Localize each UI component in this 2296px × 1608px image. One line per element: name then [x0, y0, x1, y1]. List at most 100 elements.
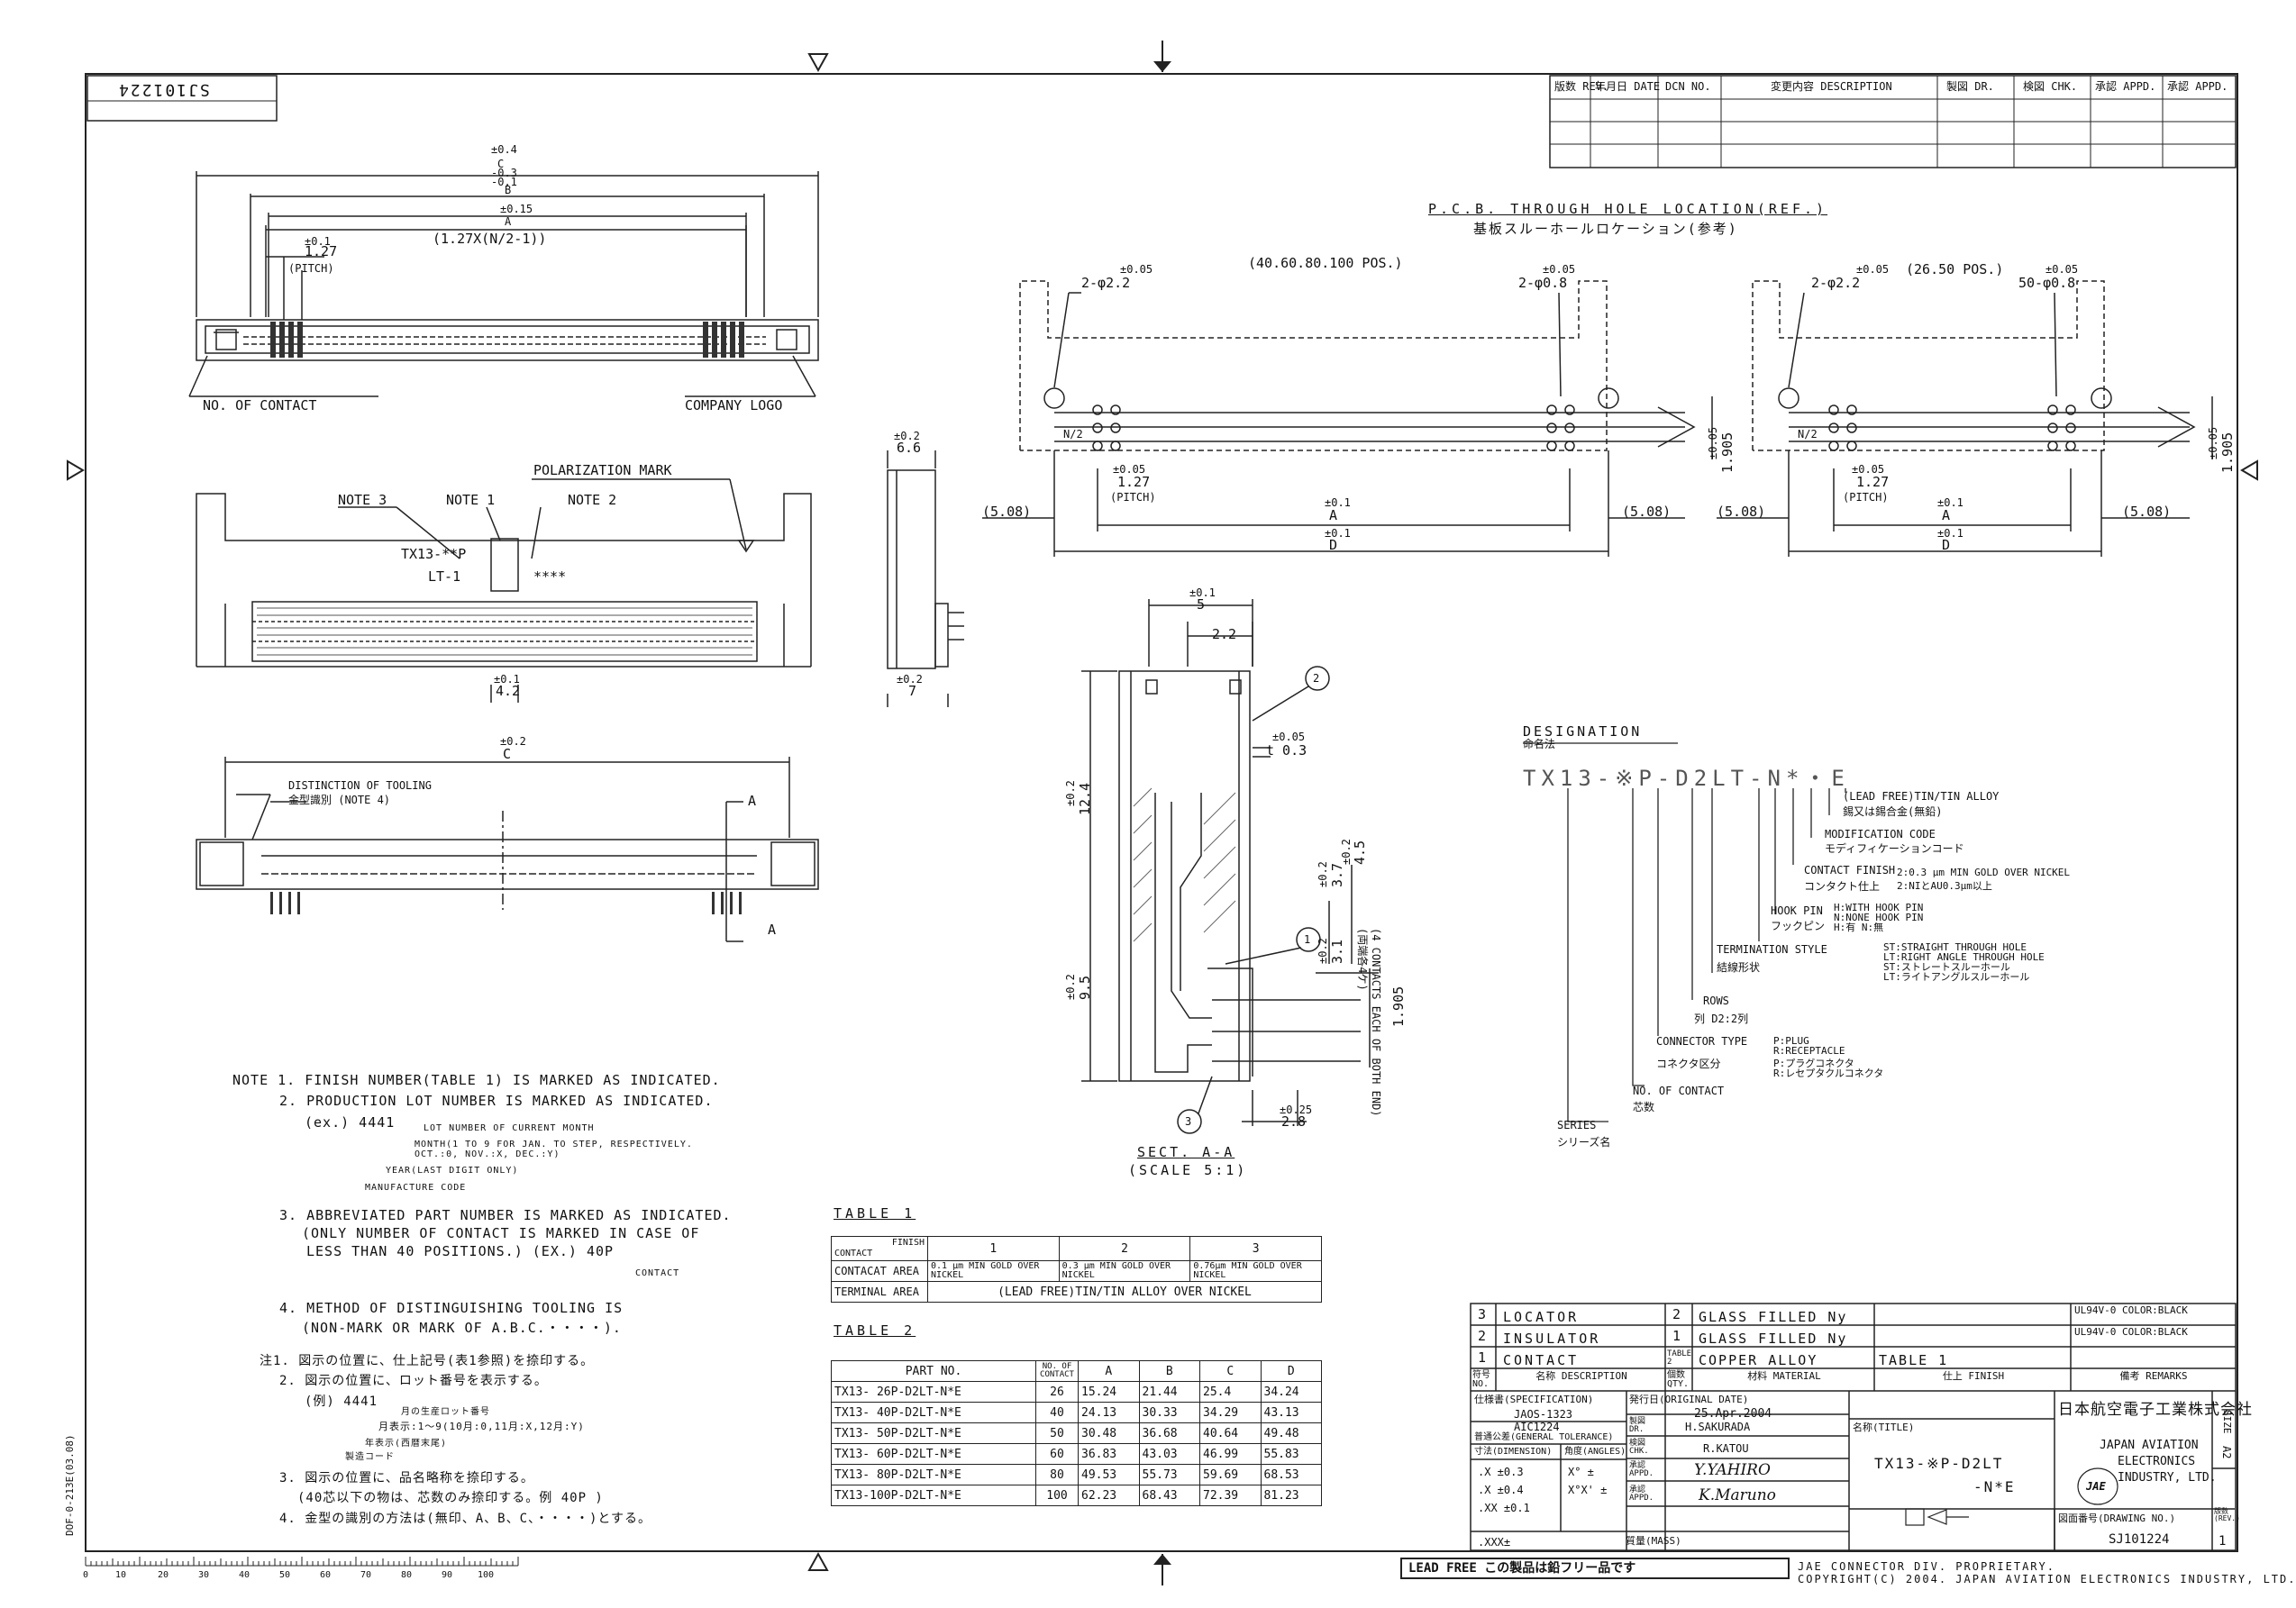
dim-value: (5.08) — [1717, 504, 1766, 520]
note-3-line3: LESS THAN 40 POSITIONS.) (EX.) 40P — [306, 1243, 615, 1259]
ruler-tick: 40 — [239, 1570, 251, 1580]
dim-tol: ±0.05 — [2045, 263, 2079, 276]
dim-label-a: A — [1329, 507, 1338, 523]
desig-rows: ROWS — [1703, 995, 1729, 1007]
callout-note2: NOTE 2 — [568, 492, 617, 508]
pcb-hole-small: 50-φ0.8 — [2018, 275, 2076, 291]
dim-tol: ±0.15 — [500, 203, 533, 215]
tolerance-value: X°X' ± — [1568, 1484, 1608, 1496]
parts-header-material: 材料 MATERIAL — [1747, 1370, 1821, 1382]
table1-col-2: 2 — [1058, 1236, 1191, 1261]
table2-cell: 34.24 — [1260, 1381, 1322, 1403]
marking-stars: **** — [533, 568, 567, 585]
table2-cell: TX13- 26P-D2LT-N*E — [831, 1381, 1036, 1403]
desig-modification-jp: モディフィケーションコード — [1825, 842, 1964, 855]
desig-no-contact-jp: 芯数 — [1633, 1101, 1655, 1113]
part-material: GLASS FILLED Ny — [1699, 1331, 1848, 1347]
rev-header-date: 年月日 DATE — [1595, 80, 1661, 93]
dim-label-d: D — [1942, 537, 1951, 553]
date-label: 発行日(ORIGINAL DATE) — [1629, 1394, 1749, 1405]
desig-hook-opt: H:WITH HOOK PIN — [1834, 902, 1924, 913]
dim-tol: ±0.2 — [894, 430, 920, 442]
desig-hook-pin: HOOK PIN — [1771, 904, 1823, 917]
dim-tol: ±0.1 — [1937, 527, 1963, 540]
table2-cell: TX13-100P-D2LT-N*E — [831, 1485, 1036, 1506]
dim-tol: ±0.1 — [1325, 496, 1351, 509]
table1-cell: 0.1 μm MIN GOLD OVER NICKEL — [927, 1260, 1060, 1282]
table2-cell: TX13- 40P-D2LT-N*E — [831, 1402, 1036, 1423]
note-2-month2: OCT.:0, NOV.:X, DEC.:Y) — [415, 1149, 560, 1159]
parts-header-qty: 個数 QTY. — [1667, 1370, 1690, 1389]
table1-row-label: TERMINAL AREA — [831, 1281, 928, 1303]
note-jp-2-mfg: 製造コード — [345, 1452, 395, 1462]
appd-label: 承認 APPD. — [1629, 1485, 1654, 1503]
ruler-tick: 0 — [83, 1570, 89, 1580]
parts-header-desc: 名称 DESCRIPTION — [1535, 1370, 1627, 1382]
ruler-tick: 10 — [115, 1570, 127, 1580]
note-4-line2: (NON-MARK OR MARK OF A.B.C.・・・・). — [302, 1320, 622, 1336]
table1-row-label: CONTACAT AREA — [831, 1260, 928, 1282]
note-jp-2-year: 年表示(西暦末尾) — [365, 1439, 448, 1449]
spec-value: AIC1224 — [1514, 1421, 1560, 1433]
dim-value: 1.905 — [1390, 986, 1407, 1027]
table1-contact-header: CONTACT — [834, 1249, 873, 1258]
table2-cell: 68.43 — [1138, 1485, 1200, 1506]
note-1: NOTE 1. FINISH NUMBER(TABLE 1) IS MARKED… — [232, 1072, 721, 1088]
desig-type-opt: R:レセプタクルコネクタ — [1773, 1067, 1884, 1079]
desig-termination-jp: 結線形状 — [1717, 961, 1761, 974]
tolerance-value: .X ±0.4 — [1478, 1484, 1524, 1496]
drawing-no-label: 図面番号(DRAWING NO.) — [2058, 1513, 2176, 1524]
dim-tol: ±0.05 — [1852, 463, 1885, 476]
dim-value: 3.1 — [1329, 939, 1345, 964]
dim-tol: ±0.1 — [1189, 586, 1216, 599]
dim-tol: ±0.1 — [305, 235, 331, 248]
part-remarks: UL94V-0 COLOR:BLACK — [2074, 1326, 2188, 1338]
table1: FINISH CONTACT 1 2 3 CONTACAT AREA 0.1 μ… — [831, 1236, 1322, 1303]
callout-distinction-tooling: DISTINCTION OF TOOLING — [288, 779, 432, 792]
table2-cell: 36.83 — [1078, 1443, 1140, 1465]
note-jp-4: 4. 金型の識別の方法は(無印、A、B、C、・・・・)とする。 — [279, 1512, 652, 1526]
dr-label: 製図 DR. — [1629, 1417, 1646, 1434]
part-no: 2 — [1478, 1328, 1487, 1344]
note-2-month: MONTH(1 TO 9 FOR JAN. TO STEP, RESPECTIV… — [415, 1140, 693, 1149]
table2-header: PART NO. — [831, 1360, 1036, 1382]
table2-title: TABLE 2 — [834, 1322, 916, 1339]
callout-note1: NOTE 1 — [446, 492, 496, 508]
dim-label-d: D — [1329, 537, 1338, 553]
desig-connector-type: CONNECTOR TYPE — [1656, 1035, 1748, 1048]
size-label: SIZE — [2221, 1410, 2233, 1434]
desig-type-opt: P:プラグコネクタ — [1773, 1058, 1854, 1069]
desig-term-opt: LT:RIGHT ANGLE THROUGH HOLE — [1883, 951, 2045, 963]
sheet-size: A2 — [2220, 1446, 2233, 1459]
dim-tol: ±0.25 — [1280, 1104, 1313, 1116]
note-3-line2: (ONLY NUMBER OF CONTACT IS MARKED IN CAS… — [302, 1225, 700, 1241]
dim-tol: ±0.05 — [1856, 263, 1890, 276]
desig-finish-jp: コンタクト仕上 — [1804, 880, 1881, 893]
note-jp-1: 注1. 図示の位置に、仕上記号(表1参照)を捺印する。 — [260, 1354, 595, 1368]
part-qty: 2 — [1672, 1306, 1681, 1322]
proprietary-notice: JAE CONNECTOR DIV. PROPRIETARY. — [1798, 1560, 2055, 1573]
table2-cell: 80 — [1035, 1464, 1079, 1485]
pcb-hole-small: 2-φ0.8 — [1518, 275, 1568, 291]
table1-cell: 0.3 μm MIN GOLD OVER NICKEL — [1058, 1260, 1191, 1282]
table2-header: A — [1078, 1360, 1140, 1382]
dim-label-a: A — [1942, 507, 1951, 523]
rev-header-desc: 変更内容 DESCRIPTION — [1771, 80, 1892, 93]
table2-cell: 25.4 — [1199, 1381, 1262, 1403]
table2: PART NO. NO. OF CONTACT A B C D TX13- 26… — [831, 1360, 1322, 1506]
form-code: DOF-0-213E(03.08) — [64, 1434, 76, 1536]
dim-value: 1.905 — [1719, 432, 1736, 473]
table2-cell: 50 — [1035, 1422, 1079, 1444]
table2-cell: 72.39 — [1199, 1485, 1262, 1506]
pcb-n2: N/2 — [1798, 428, 1818, 441]
company-logo: JAE — [2086, 1480, 2106, 1493]
section-title: SECT. A-A — [1137, 1144, 1235, 1160]
marking-lot: LT-1 — [428, 568, 461, 585]
dim-value: (5.08) — [2122, 504, 2172, 520]
desig-hook-opt: N:NONE HOOK PIN — [1834, 912, 1924, 923]
dim-value: 7 — [908, 683, 917, 699]
ruler-tick: 50 — [279, 1570, 291, 1580]
parts-header-finish: 仕上 FINISH — [1942, 1370, 2005, 1382]
part-material: GLASS FILLED Ny — [1699, 1309, 1848, 1325]
